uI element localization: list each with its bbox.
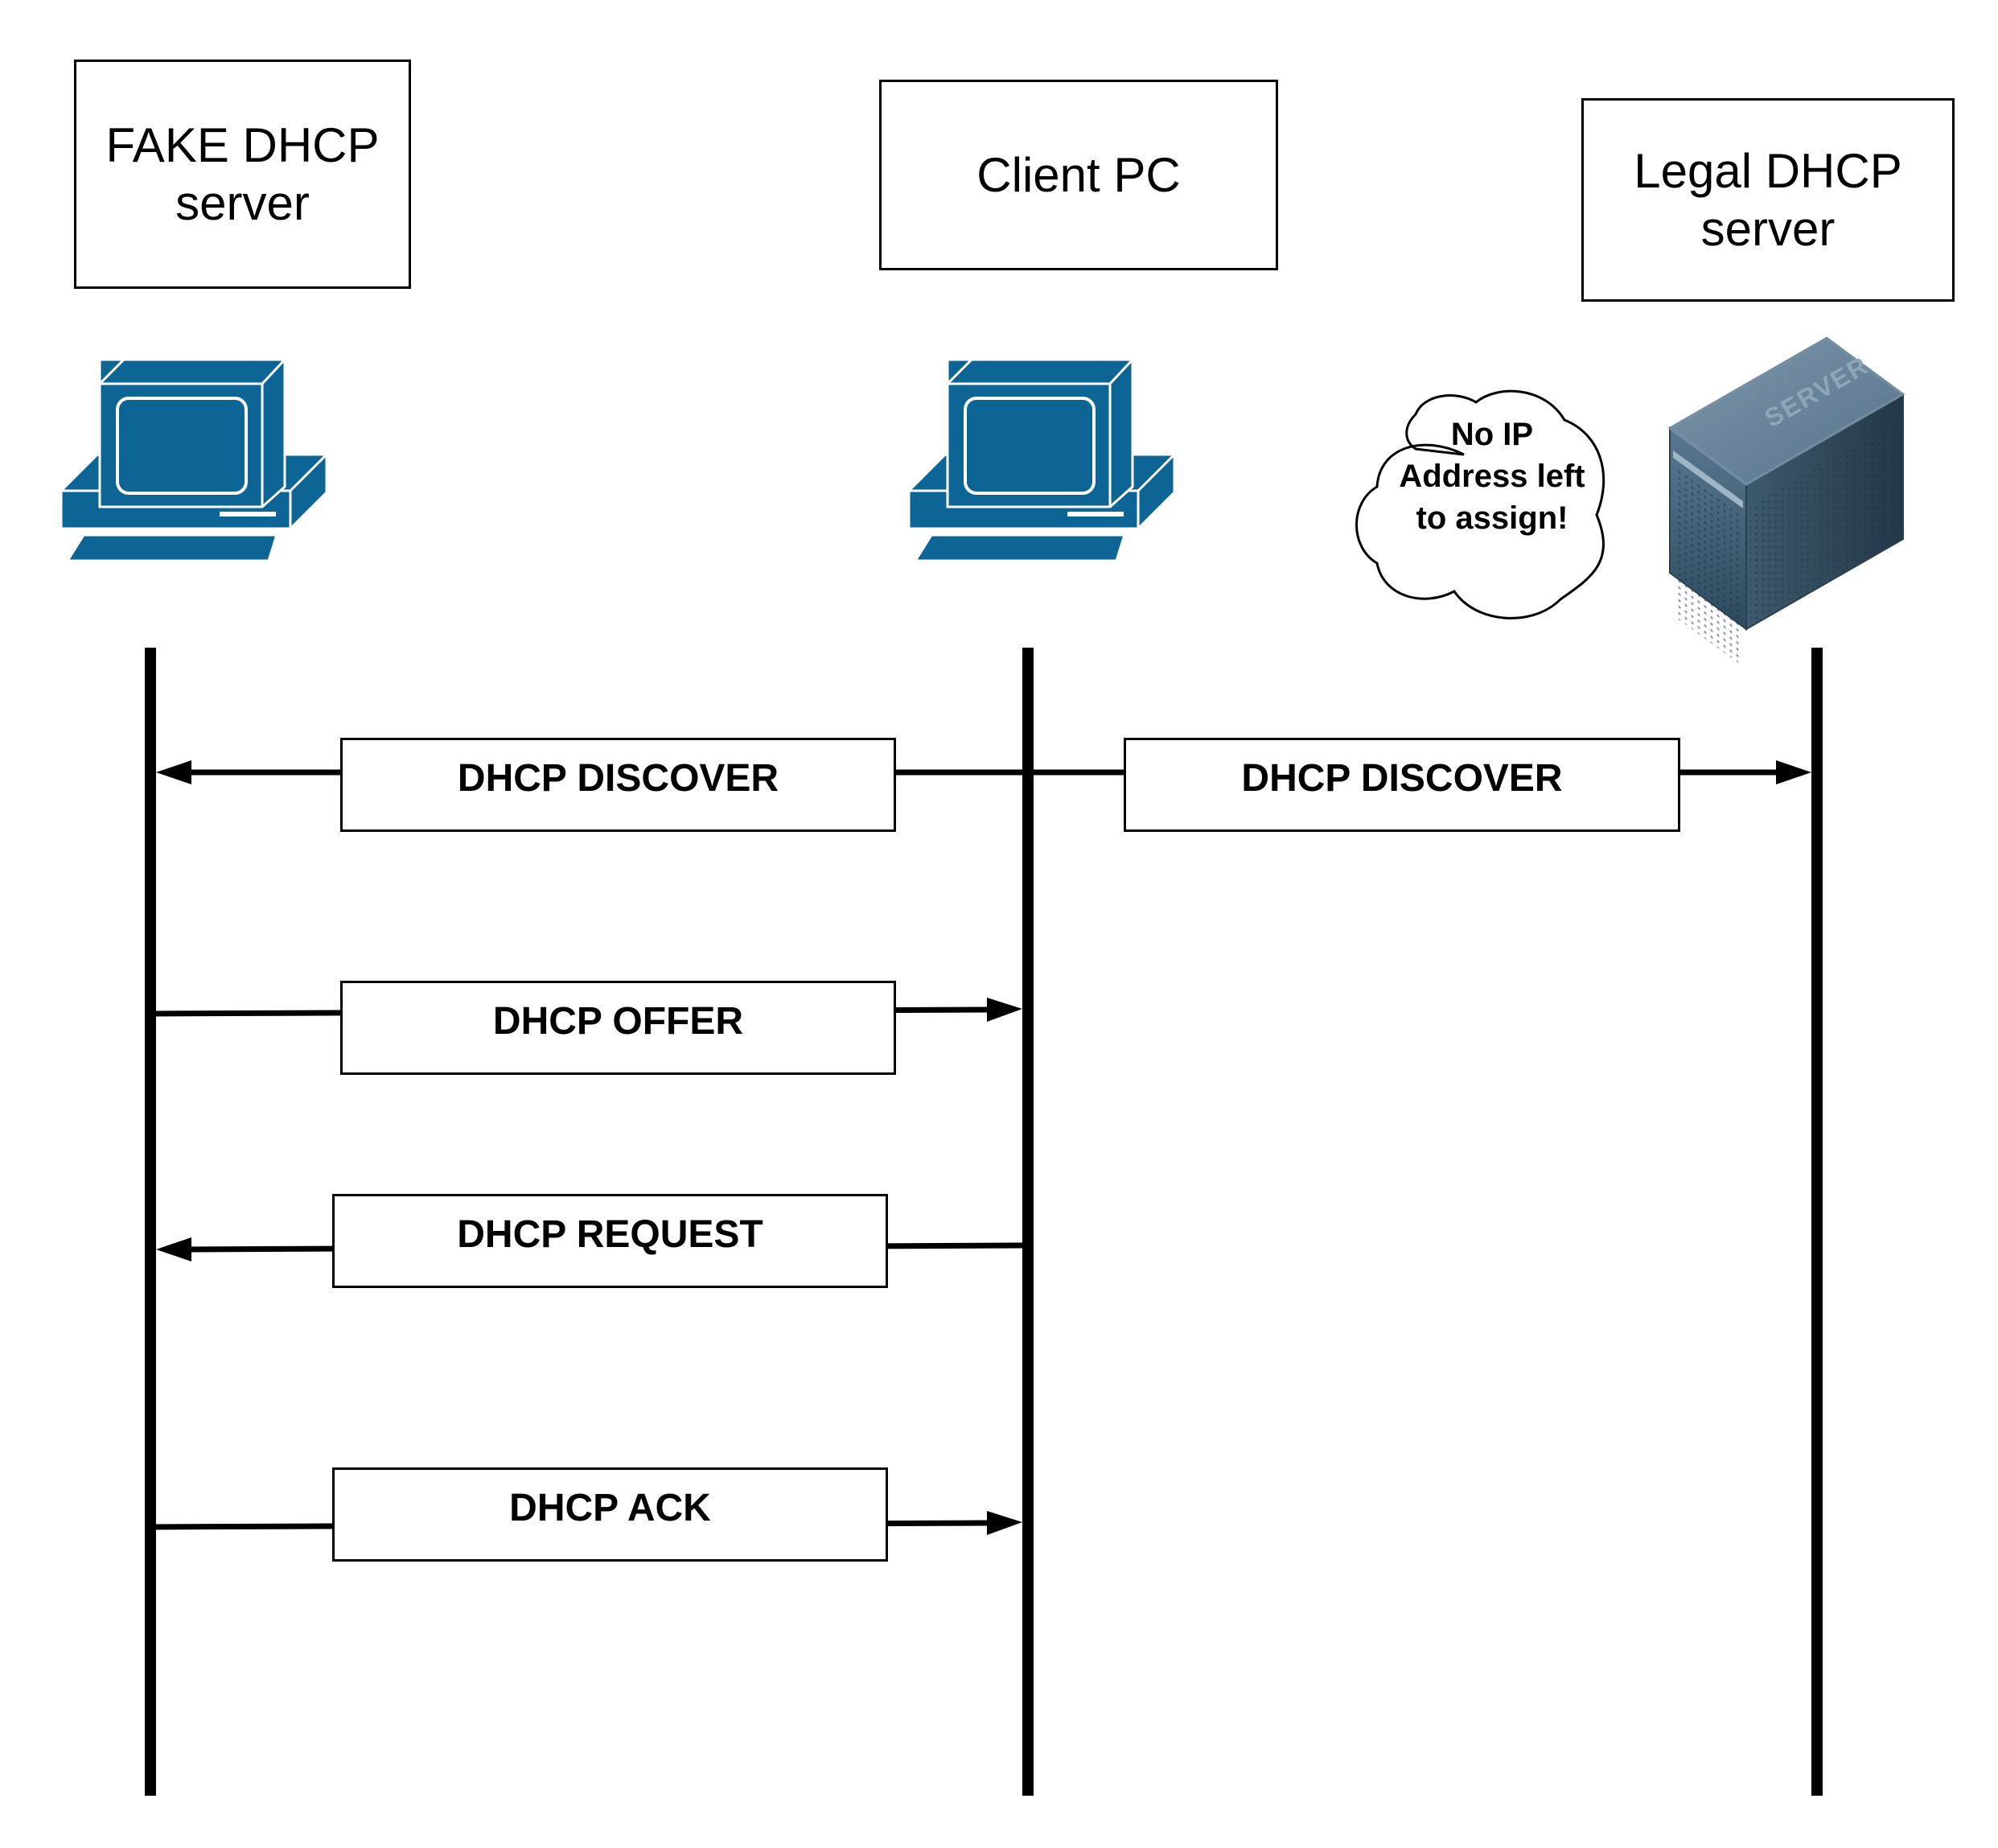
participant-fake-dhcp-server: FAKE DHCP server	[74, 60, 411, 289]
message-label-offer: DHCP OFFER	[340, 981, 896, 1075]
message-label-ack: DHCP ACK	[332, 1467, 888, 1562]
workstation-icon	[60, 358, 328, 562]
message-label-request: DHCP REQUEST	[332, 1194, 888, 1288]
workstation-icon	[907, 358, 1176, 562]
message-label-discover-legal: DHCP DISCOVER	[1124, 738, 1680, 832]
participant-client-pc: Client PC	[879, 80, 1278, 270]
server-icon: SERVER	[1667, 336, 1906, 665]
thought-cloud	[1355, 389, 1605, 619]
note-text: No IP Address left to assign!	[1399, 417, 1585, 536]
message-label-discover-fake: DHCP DISCOVER	[340, 738, 896, 832]
participant-legal-dhcp-server: Legal DHCP server	[1581, 98, 1955, 302]
